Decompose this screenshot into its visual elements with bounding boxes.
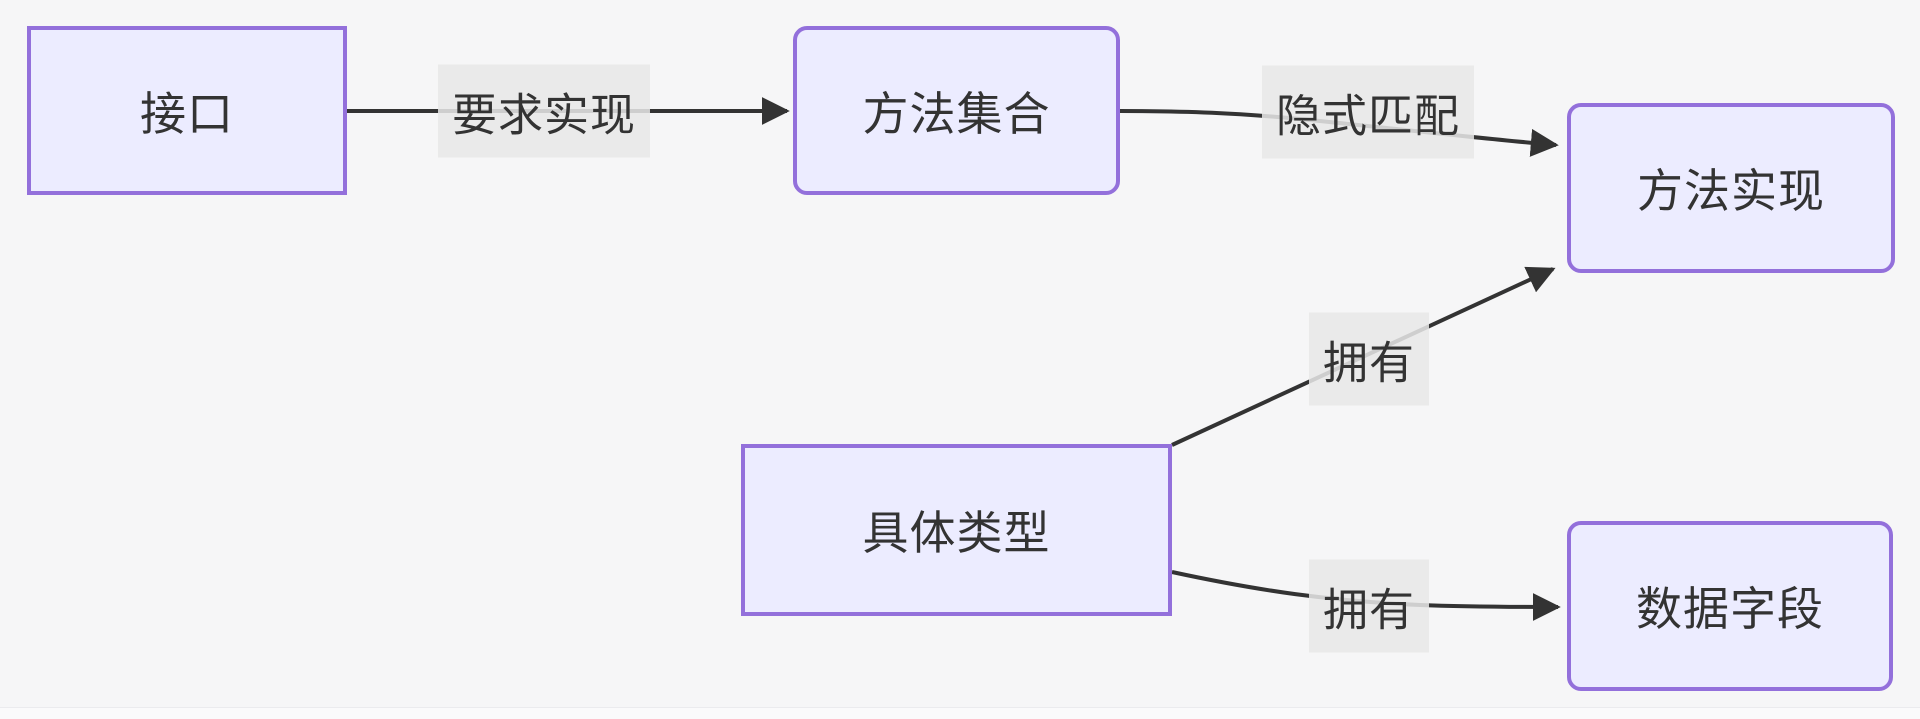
page-bottom-divider [0, 707, 1920, 719]
node-data-fields: 数据字段 [1567, 521, 1893, 691]
node-concrete-type-label: 具体类型 [862, 507, 1051, 559]
node-method-set-label: 方法集合 [862, 87, 1051, 140]
node-interface-label: 接口 [140, 87, 234, 140]
node-method-impl: 方法实现 [1567, 103, 1895, 273]
node-method-impl-label: 方法实现 [1637, 165, 1825, 217]
edge-label-owns-methods: 拥有 [1308, 312, 1430, 406]
edge-label-implicit-match: 隐式匹配 [1261, 65, 1475, 159]
node-interface: 接口 [27, 26, 347, 195]
node-data-fields-label: 数据字段 [1636, 583, 1824, 635]
node-method-set: 方法集合 [793, 26, 1120, 195]
edge-label-owns-fields: 拥有 [1308, 559, 1430, 653]
node-concrete-type: 具体类型 [741, 444, 1172, 616]
edge-label-requires-implementation: 要求实现 [437, 64, 651, 158]
